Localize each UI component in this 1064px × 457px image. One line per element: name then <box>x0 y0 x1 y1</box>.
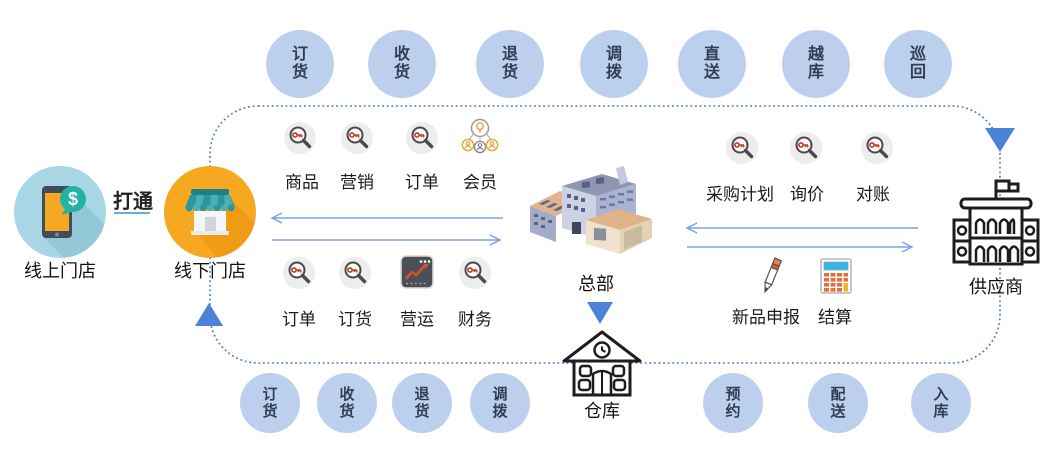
members-network-icon <box>461 118 499 156</box>
flow-badge-top-1: 订货 <box>266 30 334 98</box>
key-search-icon <box>406 122 438 154</box>
module-label: 新品申报 <box>732 308 800 327</box>
module-label: 财务 <box>458 310 492 329</box>
online-store-phone-icon: $ <box>14 166 106 258</box>
module-label: 订单 <box>282 310 316 329</box>
flow-badge-top-6: 越库 <box>782 30 850 98</box>
key-search-icon <box>339 257 371 289</box>
key-search-icon <box>790 132 822 164</box>
module-label: 营运 <box>400 310 434 329</box>
warehouse-label: 仓库 <box>584 401 620 421</box>
warehouse-building-icon <box>560 330 644 398</box>
flow-badge-bottom-5: 预约 <box>703 373 763 433</box>
flow-badge-bottom-3: 退货 <box>392 373 452 433</box>
connect-label: 打通 <box>113 191 153 213</box>
flow-badge-top-2: 收货 <box>368 30 436 98</box>
module-label: 采购计划 <box>706 185 774 204</box>
key-search-icon <box>341 122 373 154</box>
module-label: 营销 <box>340 173 374 192</box>
key-search-icon <box>726 132 758 164</box>
flow-badge-top-5: 直送 <box>678 30 746 98</box>
flow-badge-top-3: 退货 <box>476 30 544 98</box>
module-label: 商品 <box>285 173 319 192</box>
pencil-icon <box>757 255 785 299</box>
flow-badge-top-7: 巡回 <box>884 30 952 98</box>
headquarters-label: 总部 <box>578 274 614 294</box>
flow-triangle-down-warehouse-icon <box>587 302 613 324</box>
flow-badge-bottom-1: 订货 <box>240 373 300 433</box>
key-search-icon <box>459 257 491 289</box>
module-label: 询价 <box>790 185 824 204</box>
key-search-icon <box>284 122 316 154</box>
online-store-label: 线上门店 <box>24 261 96 281</box>
headquarters-factory-icon <box>524 162 664 262</box>
trend-chart-icon <box>399 254 435 290</box>
module-label: 订单 <box>405 173 439 192</box>
flow-badge-top-4: 调拨 <box>580 30 648 98</box>
svg-text:$: $ <box>68 189 78 209</box>
offline-store-label: 线下门店 <box>174 261 246 281</box>
dotted-flow-border <box>209 105 1001 364</box>
key-search-icon <box>861 132 893 164</box>
key-search-icon <box>283 257 315 289</box>
supplier-label: 供应商 <box>969 277 1023 297</box>
module-label: 订货 <box>338 310 372 329</box>
flow-badge-bottom-7: 入库 <box>911 373 971 433</box>
module-label: 结算 <box>818 308 852 327</box>
offline-store-shop-icon <box>164 166 256 258</box>
module-label: 对账 <box>856 185 890 204</box>
flow-triangle-down-right-icon <box>985 128 1015 152</box>
flow-badge-bottom-6: 配送 <box>808 373 868 433</box>
flow-badge-bottom-4: 调拨 <box>470 373 530 433</box>
module-label: 会员 <box>463 173 497 192</box>
flow-badge-bottom-2: 收货 <box>317 373 377 433</box>
flow-triangle-up-left-icon <box>195 303 223 326</box>
exchange-arrows <box>270 212 918 253</box>
supplier-building-icon <box>952 178 1040 270</box>
calculator-icon <box>820 258 852 294</box>
